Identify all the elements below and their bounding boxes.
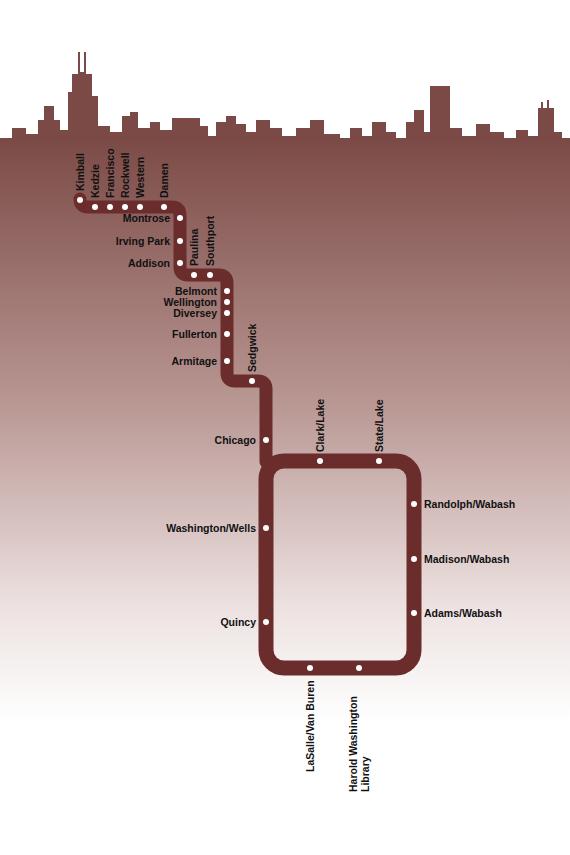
station-name: Francisco bbox=[104, 148, 116, 198]
skyline bbox=[0, 52, 570, 142]
station-dot bbox=[376, 458, 382, 464]
station-name: Wellington bbox=[164, 296, 217, 308]
station-name: Randolph/Wabash bbox=[424, 498, 515, 510]
station-dot bbox=[224, 299, 230, 305]
station-dot bbox=[317, 458, 323, 464]
station-dot bbox=[263, 437, 269, 443]
station-dot bbox=[92, 204, 98, 210]
station-dot bbox=[263, 525, 269, 531]
station-name: LaSalle/Van Buren bbox=[304, 680, 316, 772]
station-dot bbox=[137, 204, 143, 210]
station-dot bbox=[307, 665, 313, 671]
station-name: Kimball bbox=[74, 153, 86, 191]
station-name: Sedgwick bbox=[246, 324, 258, 372]
station-dot bbox=[77, 197, 83, 203]
gradient-ground bbox=[0, 138, 570, 722]
station-dot bbox=[161, 204, 167, 210]
station-name: Armitage bbox=[171, 355, 217, 367]
station-name: Damen bbox=[158, 163, 170, 198]
station-name: Adams/Wabash bbox=[424, 607, 502, 619]
station-dot bbox=[177, 260, 183, 266]
station-dot bbox=[263, 619, 269, 625]
station-name: Fullerton bbox=[172, 328, 217, 340]
station-name: Western bbox=[134, 157, 146, 198]
station-dot bbox=[177, 215, 183, 221]
station-dot bbox=[107, 204, 113, 210]
station-name: Clark/Lake bbox=[314, 399, 326, 452]
loop-line bbox=[266, 461, 414, 668]
station-name: Paulina bbox=[188, 229, 200, 266]
station-name: Addison bbox=[128, 257, 170, 269]
station-dot bbox=[356, 665, 362, 671]
route-line bbox=[80, 199, 266, 462]
station-name: Irving Park bbox=[116, 235, 170, 247]
station-dot bbox=[224, 331, 230, 337]
station-name: Southport bbox=[204, 216, 216, 266]
station-name: Montrose bbox=[123, 212, 170, 224]
station-name: State/Lake bbox=[373, 399, 385, 452]
station-dot bbox=[224, 310, 230, 316]
station-name: Diversey bbox=[173, 307, 217, 319]
station-name: Kedzie bbox=[89, 164, 101, 198]
station-dot bbox=[411, 610, 417, 616]
station-dots bbox=[77, 197, 417, 671]
station-dot bbox=[411, 501, 417, 507]
station-dot bbox=[411, 556, 417, 562]
station-name: Harold Washington Library bbox=[347, 680, 371, 792]
station-dot bbox=[191, 272, 197, 278]
station-name: Belmont bbox=[175, 285, 217, 297]
station-dot bbox=[207, 272, 213, 278]
station-name: Rockwell bbox=[119, 152, 131, 198]
station-dot bbox=[249, 378, 255, 384]
station-dot bbox=[177, 238, 183, 244]
station-dot bbox=[224, 358, 230, 364]
station-name: Madison/Wabash bbox=[424, 553, 509, 565]
station-name: Quincy bbox=[220, 616, 256, 628]
station-dot bbox=[122, 204, 128, 210]
station-name: Chicago bbox=[215, 434, 256, 446]
station-dot bbox=[224, 288, 230, 294]
station-name: Washington/Wells bbox=[166, 522, 256, 534]
